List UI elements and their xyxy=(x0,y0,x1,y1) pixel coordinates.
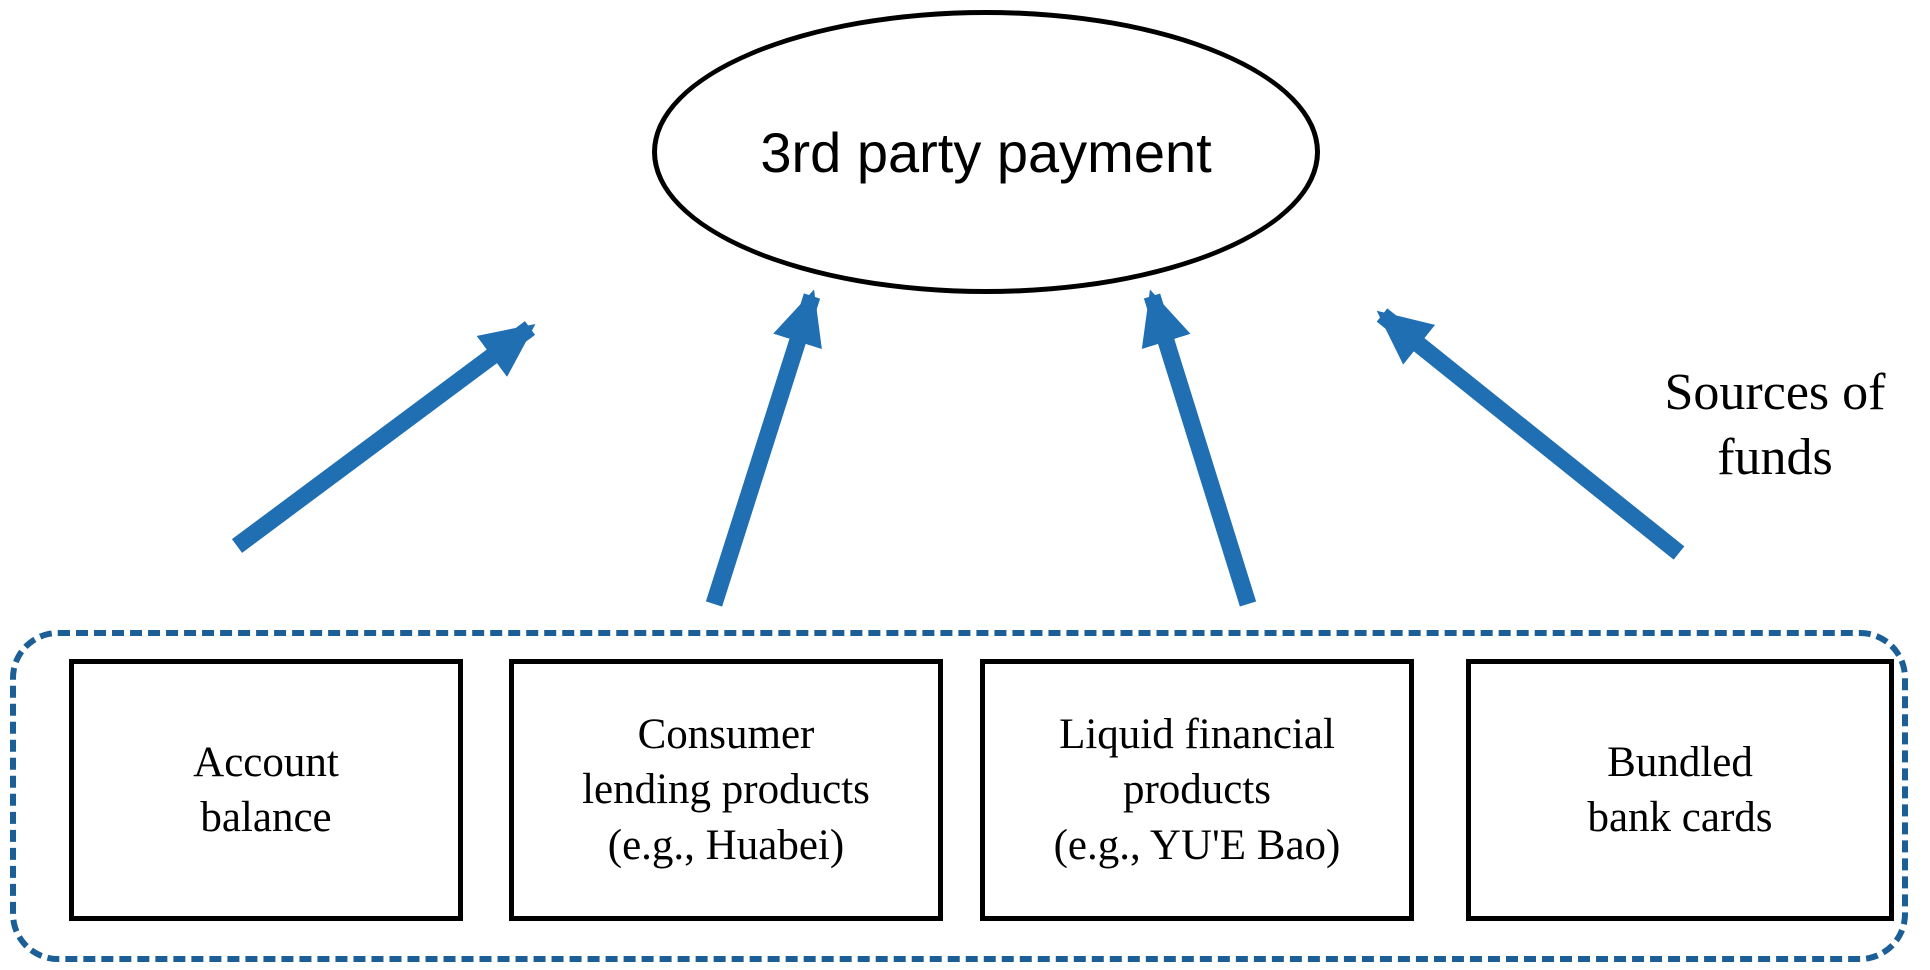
box-liquid-financial-products-label: Liquid financial products (e.g., YU'E Ba… xyxy=(1053,711,1341,869)
sources-of-funds-label: Sources of funds xyxy=(1664,364,1886,486)
arrow-liquid-financial-to-payment xyxy=(1141,289,1257,607)
funding-sources-group-border xyxy=(10,630,1908,962)
third-party-payment-label: 3rd party payment xyxy=(760,120,1212,184)
box-consumer-lending-products: Consumer lending products (e.g., Huabei) xyxy=(509,659,943,921)
box-account-balance-label: Account balance xyxy=(193,738,339,841)
box-liquid-financial-products: Liquid financial products (e.g., YU'E Ba… xyxy=(980,659,1414,921)
arrow-account-balance-to-payment xyxy=(231,321,536,553)
arrow-consumer-lending-to-payment xyxy=(705,289,822,607)
box-consumer-lending-products-label: Consumer lending products (e.g., Huabei) xyxy=(582,711,870,869)
box-bundled-bank-cards: Bundled bank cards xyxy=(1466,659,1894,921)
box-bundled-bank-cards-label: Bundled bank cards xyxy=(1587,738,1773,841)
box-account-balance: Account balance xyxy=(69,659,463,921)
third-party-payment-node: 3rd party payment xyxy=(652,10,1320,294)
